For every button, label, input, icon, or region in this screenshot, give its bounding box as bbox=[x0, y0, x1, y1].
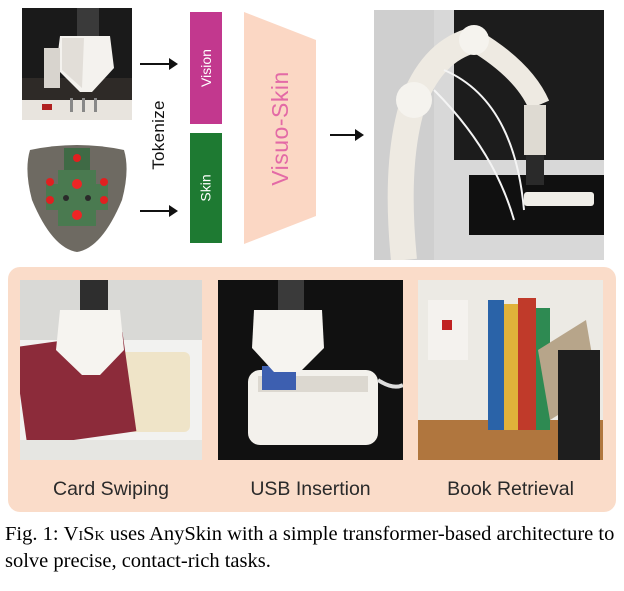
task-label-card-swiping: Card Swiping bbox=[53, 478, 169, 500]
card-swiping-photo bbox=[20, 280, 202, 460]
arrow-model-to-robot bbox=[330, 129, 364, 141]
card-swiping-image bbox=[20, 280, 202, 460]
task-label-book-retrieval: Book Retrieval bbox=[447, 478, 574, 500]
vision-token-label: Vision bbox=[198, 49, 215, 87]
robot-arm-image bbox=[374, 10, 604, 260]
vision-input-photo bbox=[22, 8, 132, 120]
task-label-usb-insertion: USB Insertion bbox=[250, 478, 371, 500]
caption-text: uses AnySkin with a simple transformer-b… bbox=[5, 523, 615, 572]
method-name: ViSk bbox=[63, 523, 105, 545]
arrow-vision-to-token bbox=[140, 58, 178, 70]
figure-number: Fig. 1: bbox=[5, 523, 59, 545]
skin-token-label: Skin bbox=[197, 174, 214, 202]
robot-arm-photo bbox=[374, 10, 604, 260]
vision-token-box: Vision bbox=[190, 12, 222, 124]
book-retrieval-photo bbox=[418, 280, 603, 460]
tokenize-label: Tokenize bbox=[149, 100, 168, 170]
gripper-vision-image bbox=[22, 8, 132, 120]
skin-sensor-image bbox=[27, 145, 127, 252]
visuo-skin-model-block bbox=[244, 12, 316, 244]
figure-caption: Fig. 1: ViSk uses AnySkin with a simple … bbox=[5, 521, 621, 575]
usb-insertion-image bbox=[218, 280, 403, 460]
book-retrieval-image bbox=[418, 280, 603, 460]
arrow-skin-to-token bbox=[140, 205, 178, 217]
skin-input-photo bbox=[22, 140, 132, 255]
skin-token-box: Skin bbox=[190, 133, 222, 243]
usb-insertion-photo bbox=[218, 280, 403, 460]
visuo-skin-label: Visuo-Skin bbox=[266, 70, 293, 186]
